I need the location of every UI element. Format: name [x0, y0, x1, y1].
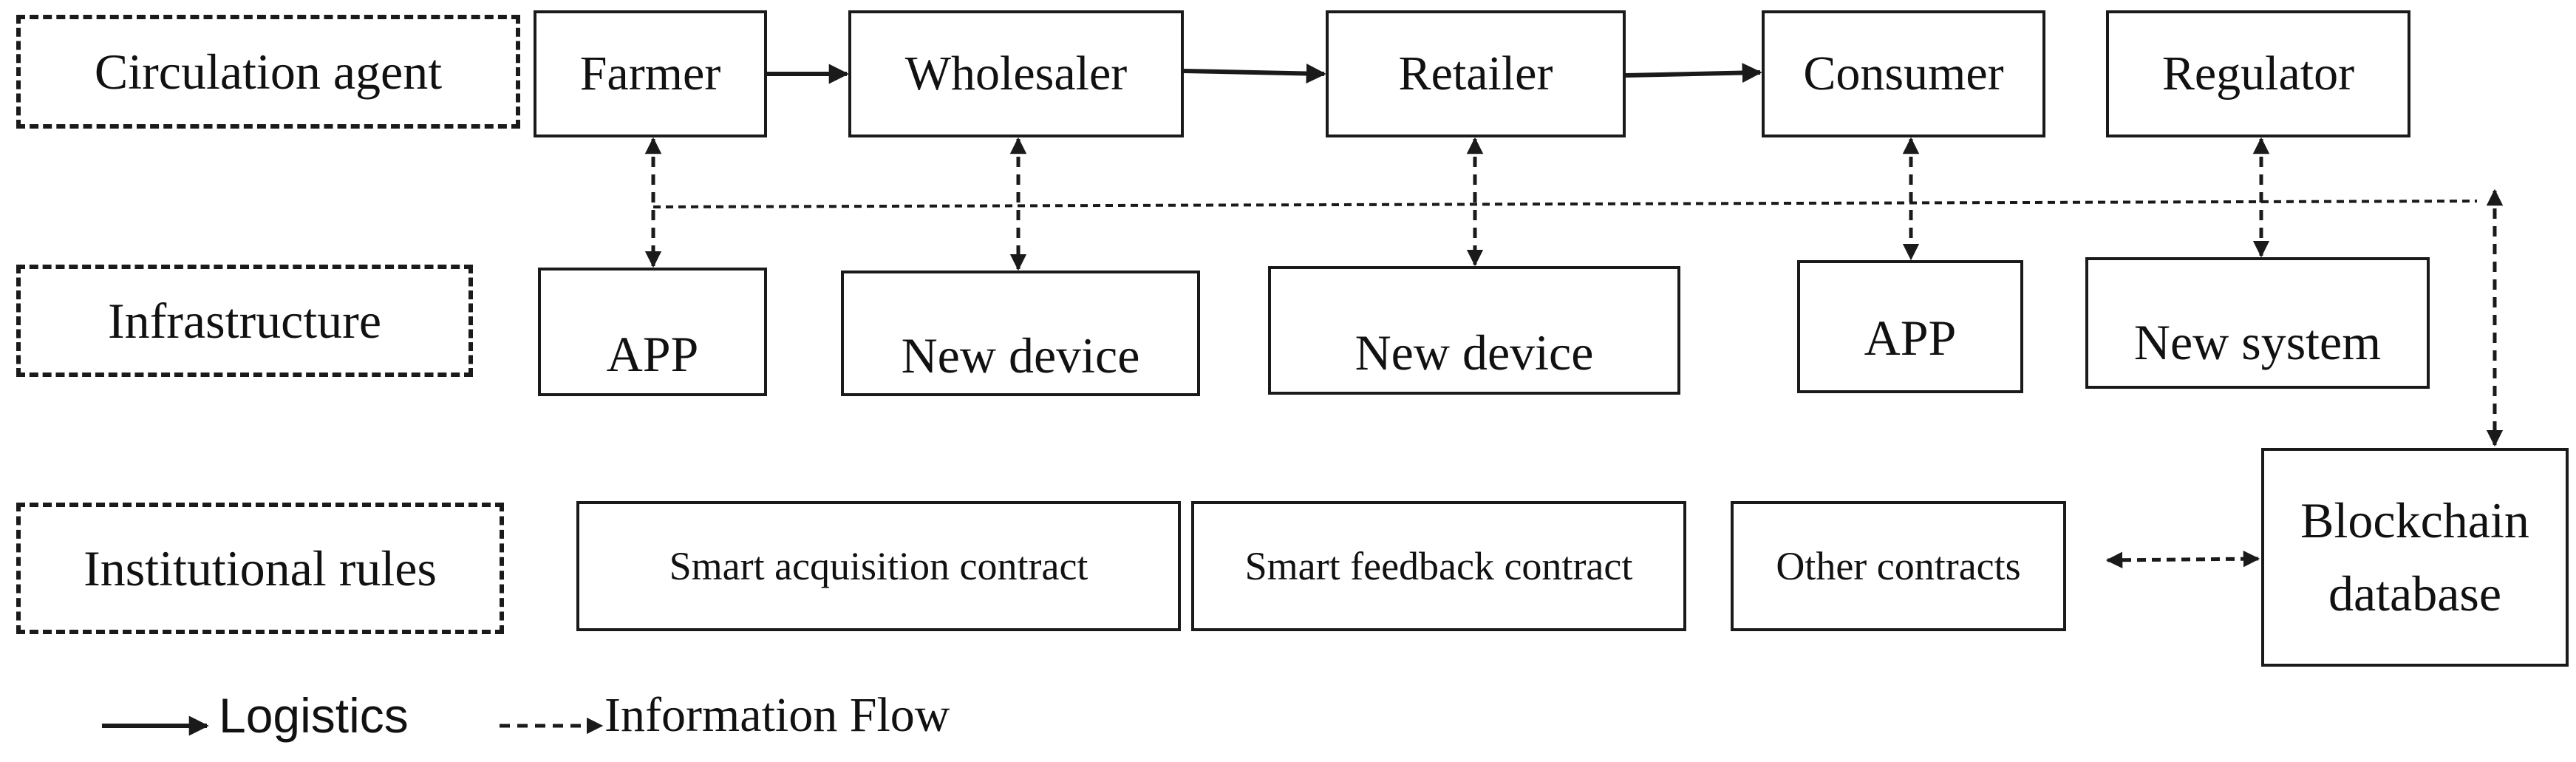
infra-new-device-retailer-label: New device	[1355, 324, 1594, 381]
node-regulator-label: Regulator	[2161, 47, 2355, 101]
blockchain-database-line1: Blockchain	[2300, 492, 2529, 549]
node-retailer-label: Retailer	[1398, 47, 1553, 101]
infra-app-farmer: APP	[538, 268, 767, 396]
contract-smart-acquisition-label: Smart acquisition contract	[669, 544, 1088, 588]
info-bus-line	[652, 200, 2478, 208]
infra-new-device-wholesaler-label: New device	[901, 327, 1140, 384]
infra-new-device-wholesaler: New device	[841, 271, 1200, 396]
infra-app-consumer-label: APP	[1864, 309, 1957, 366]
contract-other: Other contracts	[1731, 501, 2066, 631]
blockchain-database: Blockchain database	[2261, 448, 2569, 667]
info-arrow-contracts-blockchain	[2105, 550, 2260, 569]
infra-new-system-regulator-label: New system	[2133, 313, 2382, 370]
infra-new-device-retailer: New device	[1268, 266, 1680, 395]
node-farmer-label: Farmer	[579, 47, 721, 101]
node-wholesaler-label: Wholesaler	[904, 47, 1128, 101]
legend-information-flow-label: Information Flow	[604, 688, 950, 742]
row-label-circulation-agent-text: Circulation agent	[94, 43, 443, 100]
logistics-arrow-retailer-consumer	[1625, 63, 1762, 84]
contract-smart-feedback: Smart feedback contract	[1191, 501, 1686, 631]
contract-smart-acquisition: Smart acquisition contract	[576, 501, 1181, 631]
legend-logistics-label: Logistics	[219, 688, 409, 743]
infra-new-system-regulator: New system	[2085, 257, 2430, 389]
node-wholesaler: Wholesaler	[848, 10, 1184, 137]
row-label-institutional-rules: Institutional rules	[16, 503, 504, 634]
node-regulator: Regulator	[2106, 10, 2410, 137]
contract-other-label: Other contracts	[1776, 544, 2021, 588]
row-label-institutional-rules-text: Institutional rules	[84, 540, 437, 596]
logistics-arrow-wholesaler-retailer	[1183, 63, 1326, 84]
row-label-circulation-agent: Circulation agent	[16, 15, 520, 129]
row-label-infrastructure-text: Infrastructure	[107, 292, 381, 349]
contract-smart-feedback-label: Smart feedback contract	[1244, 544, 1633, 588]
node-consumer-label: Consumer	[1803, 47, 2004, 101]
infra-app-farmer-label: APP	[606, 325, 699, 382]
row-label-infrastructure: Infrastructure	[16, 265, 473, 377]
node-retailer: Retailer	[1326, 10, 1626, 137]
node-consumer: Consumer	[1762, 10, 2045, 137]
blockchain-database-line2: database	[2328, 565, 2502, 622]
infra-app-consumer: APP	[1797, 260, 2023, 393]
node-farmer: Farmer	[534, 10, 767, 137]
